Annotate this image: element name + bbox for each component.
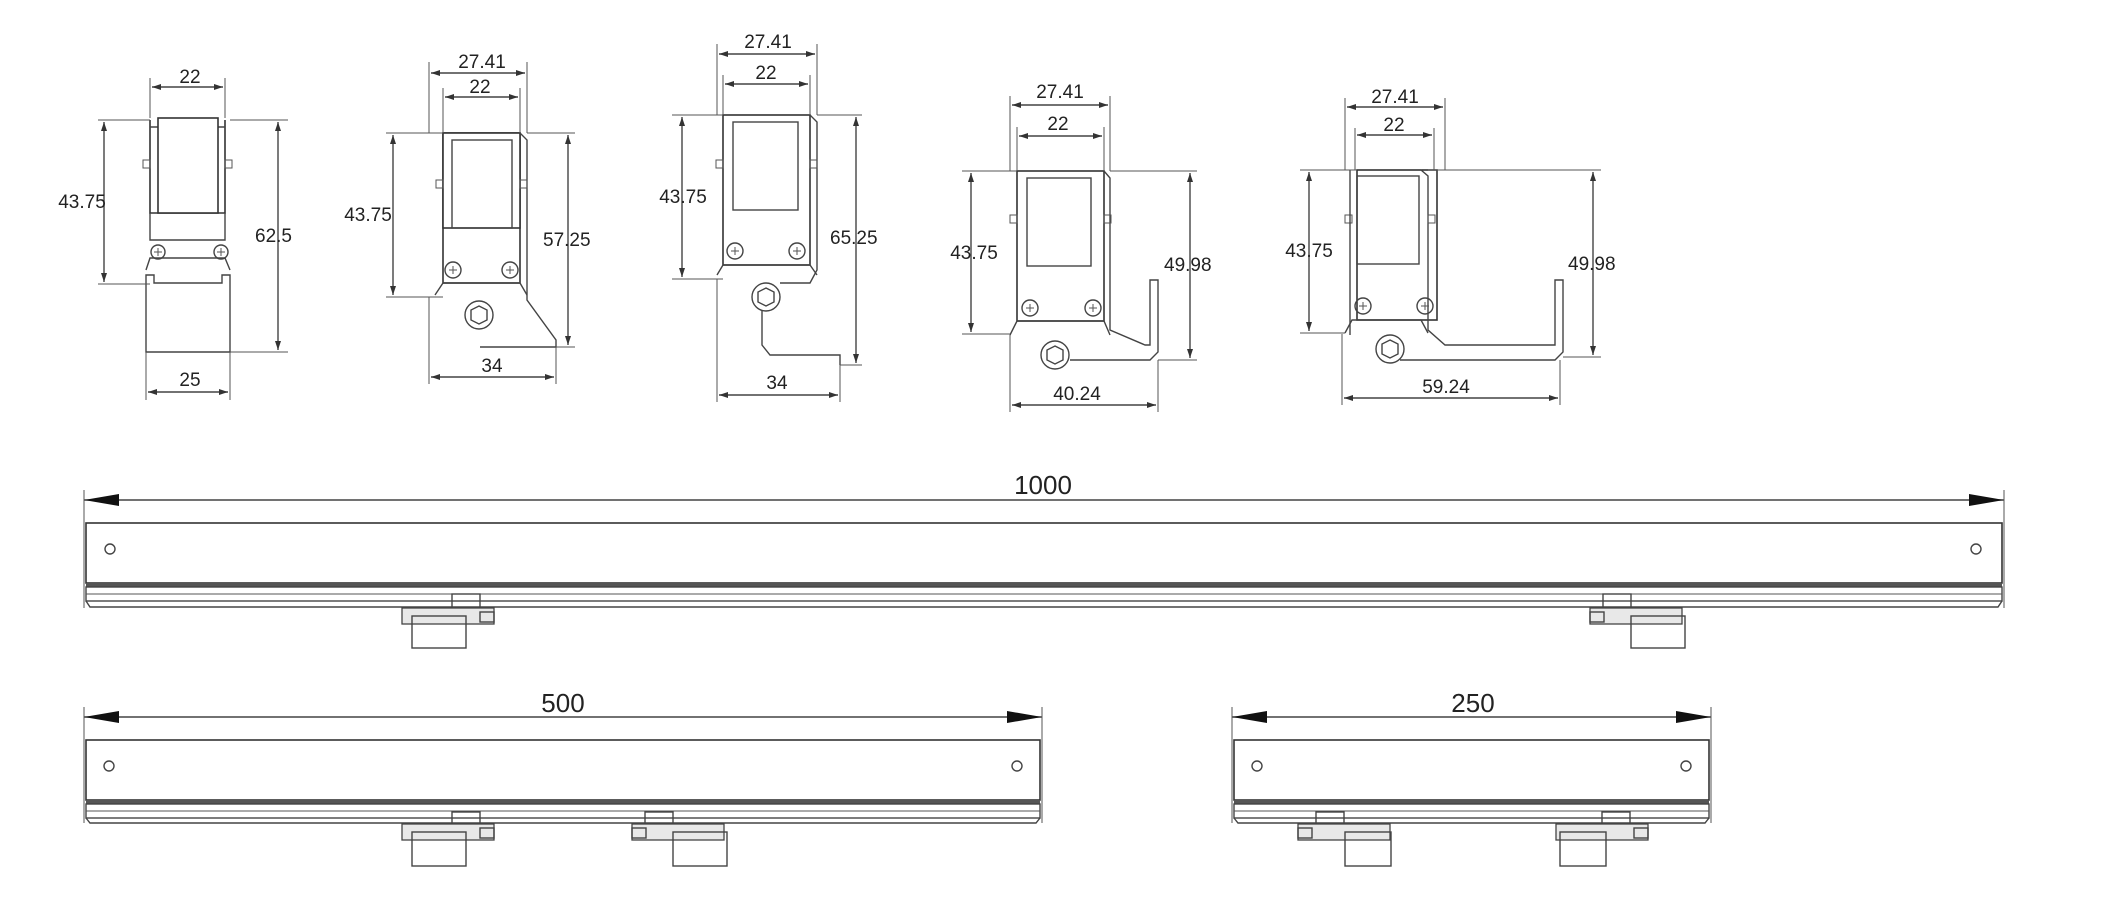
profile-1-width-bottom: 25 [179, 370, 200, 391]
mount-bracket-right [1589, 593, 1686, 649]
fixture-500: 500 [83, 688, 1043, 867]
fixture-1000: 1000 [83, 470, 2005, 649]
profile-2-height-inner: 43.75 [344, 205, 392, 226]
profile-2-width-top: 22 [469, 77, 490, 98]
profile-4-height-inner: 43.75 [950, 243, 998, 264]
mount-bracket-left [401, 811, 495, 867]
mount-bracket-left [1297, 811, 1392, 867]
profile-3-width-bottom: 34 [766, 373, 788, 394]
profile-5-width-outer: 27.41 [1371, 87, 1419, 108]
profile-5-width-bottom: 59.24 [1422, 377, 1470, 398]
profile-2-height-total: 57.25 [543, 230, 591, 251]
profile-4-width-bottom: 40.24 [1053, 384, 1101, 405]
profile-2-section: 27.41 22 43.75 57.25 34 [344, 52, 591, 384]
mount-bracket-right [631, 811, 728, 867]
profile-4-section: 27.41 22 43.75 49.98 40.24 [950, 82, 1212, 412]
fixture-250: 250 [1231, 688, 1712, 867]
profile-3-section: 27.41 22 43.75 65.25 34 [659, 32, 878, 402]
profile-5-height-total: 49.98 [1568, 254, 1616, 275]
mount-bracket-right [1555, 811, 1649, 867]
profile-2-width-bottom: 34 [481, 356, 503, 377]
profile-5-width-top: 22 [1383, 115, 1404, 136]
profile-3-height-total: 65.25 [830, 228, 878, 249]
fixture-250-length: 250 [1451, 688, 1494, 718]
profile-1-section: 22 43.75 62.5 25 [58, 67, 292, 400]
profile-1-height-inner: 43.75 [58, 192, 106, 213]
profile-3-height-inner: 43.75 [659, 187, 707, 208]
fixture-500-length: 500 [541, 688, 584, 718]
profile-3-width-top: 22 [755, 63, 776, 84]
profile-4-width-outer: 27.41 [1036, 82, 1084, 103]
profile-5-height-inner: 43.75 [1285, 241, 1333, 262]
profile-1-width-top: 22 [179, 67, 200, 88]
profile-4-width-top: 22 [1047, 114, 1068, 135]
profile-3-width-outer: 27.41 [744, 32, 792, 53]
profile-4-height-total: 49.98 [1164, 255, 1212, 276]
profile-1-height-total: 62.5 [255, 226, 292, 247]
profile-2-width-outer: 27.41 [458, 52, 506, 73]
profile-5-section: 27.41 22 43.75 49.98 59.24 [1285, 87, 1616, 405]
mount-bracket-left [401, 593, 495, 649]
fixture-1000-length: 1000 [1014, 470, 1072, 500]
